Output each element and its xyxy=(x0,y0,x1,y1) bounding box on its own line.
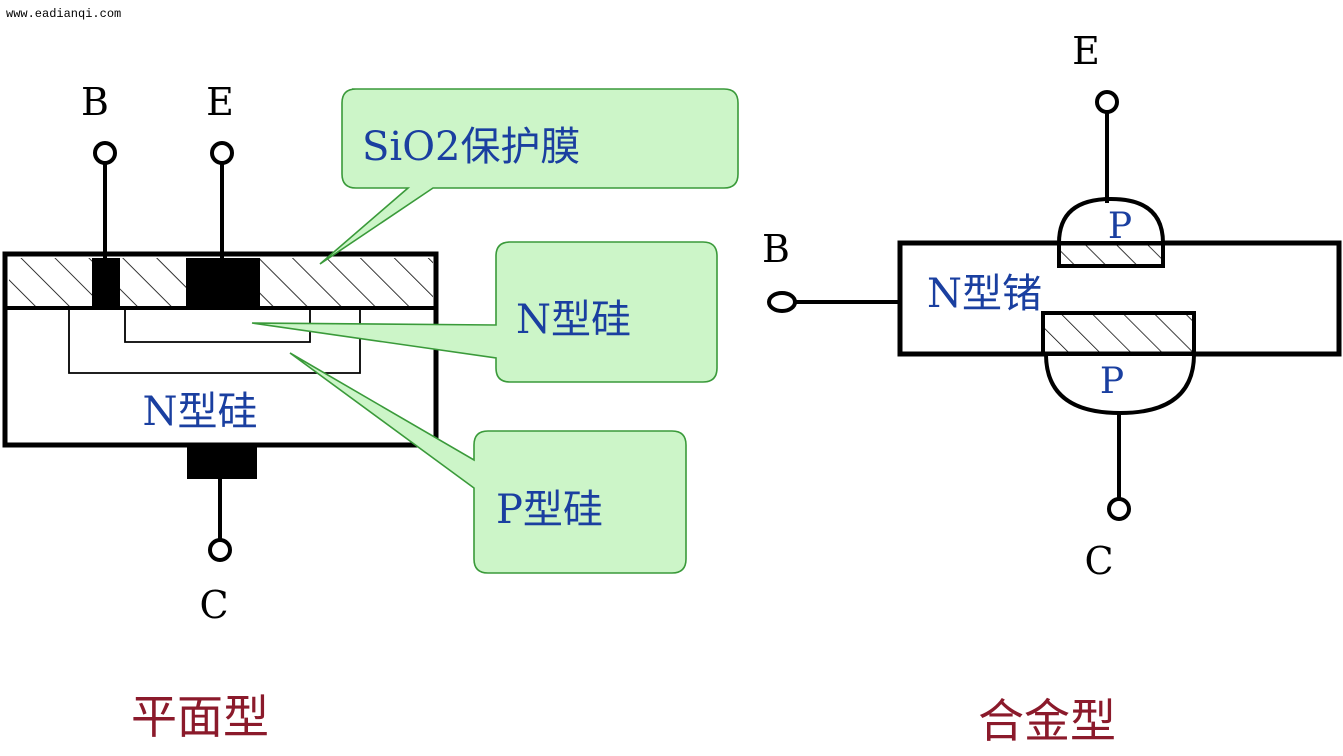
planar-label-c: C xyxy=(199,583,228,627)
planar-label-e: E xyxy=(206,80,234,124)
callout-n-silicon-text: N型硅 xyxy=(516,297,631,343)
planar-transistor: B E C N型硅 SiO2保护膜 N型硅 P型硅 平面型 xyxy=(2,80,739,744)
alloy-emitter-terminal xyxy=(1095,90,1119,114)
alloy-label-c: C xyxy=(1084,539,1113,583)
alloy-top-p-label: P xyxy=(1108,206,1132,247)
alloy-bottom-p-region xyxy=(1041,311,1196,356)
planar-collector-contact xyxy=(187,445,257,479)
planar-base-terminal xyxy=(93,141,117,165)
alloy-top-p-region xyxy=(1057,241,1165,268)
planar-emitter-contact xyxy=(186,258,260,308)
callout-p-silicon xyxy=(289,352,687,574)
alloy-bottom-p-label: P xyxy=(1100,361,1124,402)
alloy-base-terminal xyxy=(767,291,797,313)
callout-sio2-text: SiO2保护膜 xyxy=(362,124,580,170)
planar-collector-terminal xyxy=(208,538,232,562)
planar-base-contact xyxy=(92,258,120,308)
callout-sio2 xyxy=(319,88,739,265)
watermark-text: www.eadianqi.com xyxy=(6,7,121,21)
alloy-caption: 合金型 xyxy=(978,694,1116,748)
planar-emitter-terminal xyxy=(210,141,234,165)
alloy-top-p-dome xyxy=(1056,196,1166,245)
planar-body-label: N型硅 xyxy=(143,389,258,435)
alloy-bottom-p-dome xyxy=(1043,352,1197,416)
planar-label-b: B xyxy=(81,80,109,124)
alloy-label-e: E xyxy=(1072,29,1100,73)
planar-caption: 平面型 xyxy=(131,690,269,744)
planar-p-region xyxy=(68,309,361,374)
alloy-transistor: E B C N型锗 P P 合金型 xyxy=(762,29,1342,748)
callout-n-silicon xyxy=(251,241,718,383)
alloy-body-label: N型锗 xyxy=(927,271,1042,317)
alloy-label-b: B xyxy=(762,227,790,271)
callout-p-silicon-text: P型硅 xyxy=(496,487,603,533)
alloy-collector-terminal xyxy=(1107,497,1131,521)
